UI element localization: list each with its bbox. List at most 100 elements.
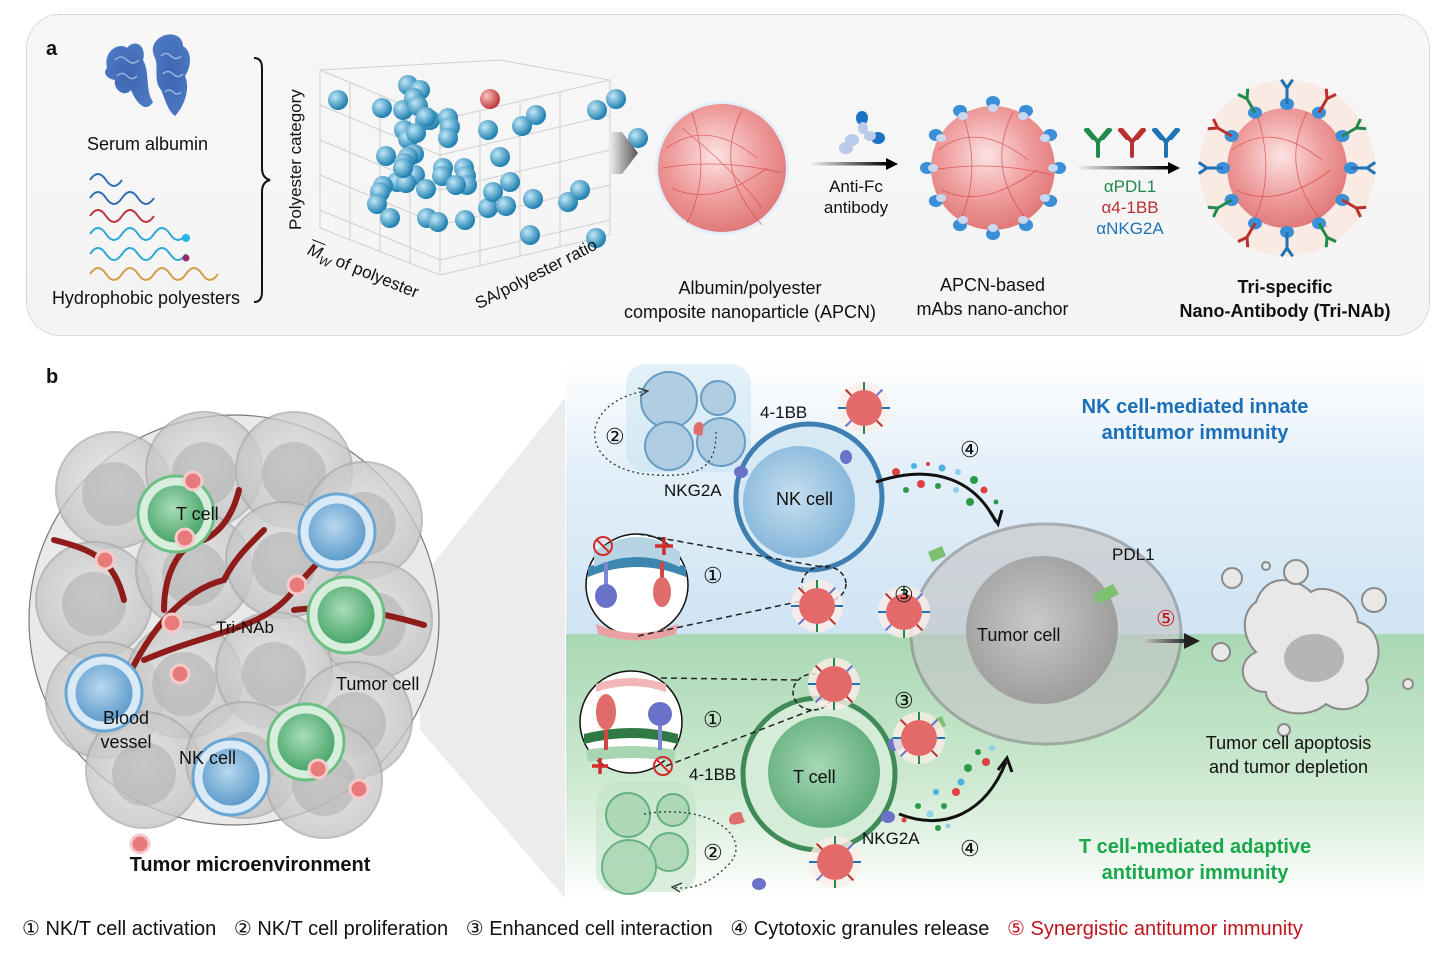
cytotoxic-granule (935, 825, 941, 831)
nk-title-line2: antitumor immunity (1101, 422, 1289, 444)
tri-nab-caption-line2: Nano-Antibody (Tri-NAb) (1179, 301, 1391, 321)
step2-nk-marker: ② (605, 424, 625, 449)
bound-antibody (1207, 118, 1233, 138)
formulation-point (606, 89, 626, 109)
tme-nk-cell-label: NK cell (179, 748, 237, 768)
nk-41bb-label: 4-1BB (760, 403, 808, 422)
bound-antibody (1317, 88, 1337, 114)
step4-nk-marker: ④ (960, 437, 980, 462)
cytotoxic-granule (955, 469, 961, 475)
t-immunity-title: T cell-mediated adaptive antitumor immun… (1040, 834, 1350, 886)
antibody-label-nkg2a: αNKG2A (1096, 219, 1164, 238)
pdl1-label: PDL1 (1112, 545, 1155, 564)
z-axis-label: Polyester category (286, 89, 306, 230)
anti-fc-binder (986, 96, 1000, 108)
tri-nab-particle (161, 612, 183, 634)
nk-title-line1: NK cell-mediated innate (1081, 396, 1309, 418)
formulation-point (396, 173, 416, 193)
cytotoxic-granule (926, 810, 934, 818)
cytotoxic-granule (966, 498, 974, 506)
legend-item-synergy: ⑤ Synergistic antitumor immunity (1007, 918, 1303, 940)
tri-nab-particle (182, 470, 204, 492)
cytotoxic-granule (933, 789, 939, 795)
t-nkg2a-label: NKG2A (862, 829, 920, 848)
cytotoxic-granule (915, 803, 921, 809)
bound-antibody (1237, 88, 1257, 114)
step5-marker: ⑤ (1156, 606, 1176, 631)
tri-nab-particle (901, 720, 937, 756)
nk-nkg2a-label: NKG2A (664, 481, 722, 500)
legend-item-activation: ① NK/T cell activation (22, 918, 217, 940)
antibody-trio-icon (1084, 128, 1180, 158)
formulation-point (490, 147, 510, 167)
cytotoxic-granule (941, 803, 947, 809)
apoptosis-line1: Tumor cell apoptosis (1205, 733, 1372, 753)
t-title-line2: antitumor immunity (1101, 862, 1289, 884)
chevron-right-arrow-icon (610, 132, 638, 174)
t-proliferation-cluster (596, 782, 696, 895)
cytotoxic-granule (980, 486, 988, 494)
tri-nab-particle (817, 844, 853, 880)
panel-b-label: b (46, 366, 59, 388)
formulation-point (416, 179, 436, 199)
formulation-point (478, 120, 498, 140)
optimal-formulation-point (480, 89, 500, 109)
cytotoxic-granule (993, 499, 999, 505)
bound-antibody (1351, 161, 1377, 175)
nano-anchor-caption: APCN-based mAbs nano-anchor (880, 273, 1105, 321)
cytotoxic-granule (989, 745, 995, 751)
nk-proliferation-cluster (626, 364, 751, 472)
formulation-point (416, 107, 436, 127)
cytotoxic-granule (901, 817, 907, 823)
tme-title: Tumor microenvironment (129, 854, 371, 876)
formulation-point (367, 194, 387, 214)
panel-a-label: a (46, 38, 58, 60)
tumor-microenvironment-illustration (28, 411, 440, 855)
cytotoxic-granule (911, 463, 917, 469)
step1-nk-marker: ① (703, 563, 723, 588)
formulation-point (523, 189, 543, 209)
serum-albumin-label: Serum albumin (86, 134, 209, 154)
apoptosis-caption: Tumor cell apoptosis and tumor depletion (1176, 731, 1401, 779)
cytotoxic-granule (903, 487, 909, 493)
formulation-point (586, 228, 606, 248)
blood-vessel-line2: vessel (100, 732, 152, 752)
tri-nab-particle (169, 663, 191, 685)
nk-immunity-title: NK cell-mediated innate antitumor immuni… (1040, 394, 1350, 446)
t-41bb-label: 4-1BB (689, 765, 737, 784)
apcn-caption-line2: composite nanoparticle (APCN) (623, 302, 877, 322)
zoom-cone (420, 398, 565, 898)
tri-nab-particle (286, 574, 308, 596)
apcn-caption: Albumin/polyester composite nanoparticle… (620, 276, 880, 324)
formulation-point (455, 210, 475, 230)
tri-nab-particle (307, 758, 329, 780)
tme-tumor-cell-label: Tumor cell (336, 674, 420, 694)
tri-nab-particle (799, 588, 835, 624)
cytotoxic-granule (953, 487, 959, 493)
step1-t-marker: ① (703, 707, 723, 732)
anti-fc-binder (986, 228, 1000, 240)
cytotoxic-granule (945, 823, 951, 829)
formulation-point (380, 208, 400, 228)
apoptosis-line2: and tumor depletion (1208, 757, 1369, 777)
nano-anchor-caption-line2: mAbs nano-anchor (916, 299, 1069, 319)
cytotoxic-granule (935, 483, 941, 489)
bound-antibody (1207, 198, 1233, 218)
bound-antibody (1341, 118, 1367, 138)
step2-t-marker: ② (703, 840, 723, 865)
tri-nab-particle (846, 390, 882, 426)
tri-nab-particle (348, 778, 370, 800)
step-legend: ① NK/T cell activation ② NK/T cell proli… (22, 916, 1315, 941)
bound-antibody (1317, 222, 1337, 248)
mech-tumor-cell-label: Tumor cell (977, 625, 1061, 645)
bound-antibody (1341, 198, 1367, 218)
apcn-caption-line1: Albumin/polyester (678, 278, 822, 298)
cytotoxic-granule (952, 788, 960, 796)
step3-nk-marker: ③ (894, 582, 914, 607)
polyester-chains-icon (89, 173, 219, 281)
formulation-point (376, 146, 396, 166)
cytotoxic-granule (975, 749, 981, 755)
mech-t-cell-label: T cell (793, 767, 836, 787)
tme-tri-nab-label: Tri-NAb (216, 618, 274, 637)
formulation-point (570, 180, 590, 200)
